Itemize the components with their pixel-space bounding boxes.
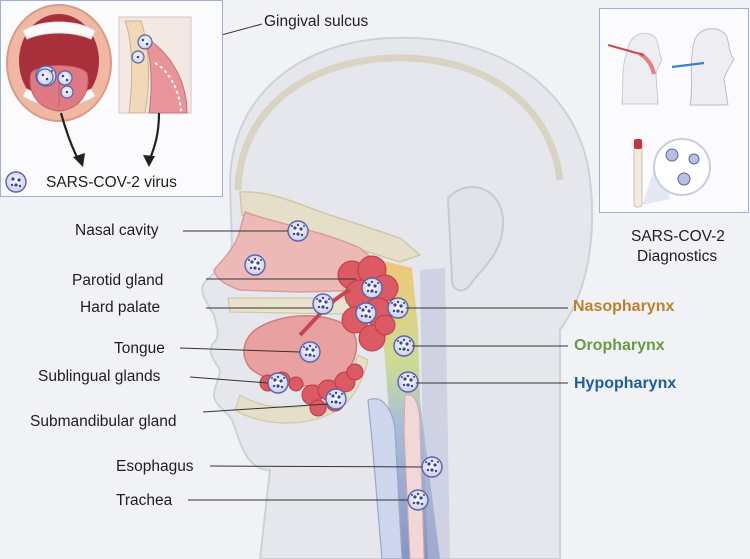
skull-outline (234, 54, 564, 191)
nasopharynx-label: Nasopharynx (573, 298, 675, 315)
hard-palate-label: Hard palate (80, 299, 161, 316)
diagnostics-caption-line1: SARS-COV-2 (631, 228, 725, 245)
virus-parotid (361, 277, 383, 299)
parotid-gland-shape (337, 255, 399, 352)
parotid-gland-label: Parotid gland (72, 272, 164, 289)
diagnostics-illustration (607, 28, 735, 208)
oral-inset-illustration (6, 4, 192, 167)
trachea-shape (367, 398, 403, 559)
legend-virus-icon (5, 171, 27, 193)
oropharynx-label: Oropharynx (574, 337, 665, 354)
legend-virus-label: SARS-COV-2 virus (46, 174, 177, 191)
virus-hypopharynx (397, 371, 419, 393)
diagnostics-caption-line2: Diagnostics (637, 248, 718, 265)
virus-tongue (299, 341, 321, 363)
oral-inset-panel (0, 0, 223, 197)
spine (420, 268, 450, 559)
virus-oropharynx (393, 335, 415, 357)
ear (446, 186, 505, 292)
virus-nasal-2 (244, 254, 266, 276)
oral-inset-viruses (5, 34, 153, 193)
submandibular-gland-label: Submandibular gland (30, 413, 177, 430)
esophagus-shape (403, 394, 425, 559)
gingival-sulcus-label: Gingival sulcus (264, 13, 369, 30)
virus-submandibular (325, 388, 347, 410)
sublingual-glands-label: Sublingual glands (38, 368, 161, 385)
diagnostics-inset-panel (599, 8, 749, 213)
trachea-label: Trachea (116, 492, 173, 509)
virus-nasopharynx (387, 297, 409, 319)
virus-esophagus (421, 456, 443, 478)
nasal-cavity-label: Nasal cavity (75, 222, 159, 239)
esophagus-label: Esophagus (116, 458, 194, 475)
virus-trachea (407, 489, 429, 511)
tongue-label: Tongue (114, 340, 165, 357)
virus-sublingual (267, 372, 289, 394)
hypopharynx-label: Hypopharynx (574, 375, 677, 392)
virus-parotid-2 (355, 302, 377, 324)
virus-nasal (287, 220, 309, 242)
virus-palate (312, 293, 334, 315)
